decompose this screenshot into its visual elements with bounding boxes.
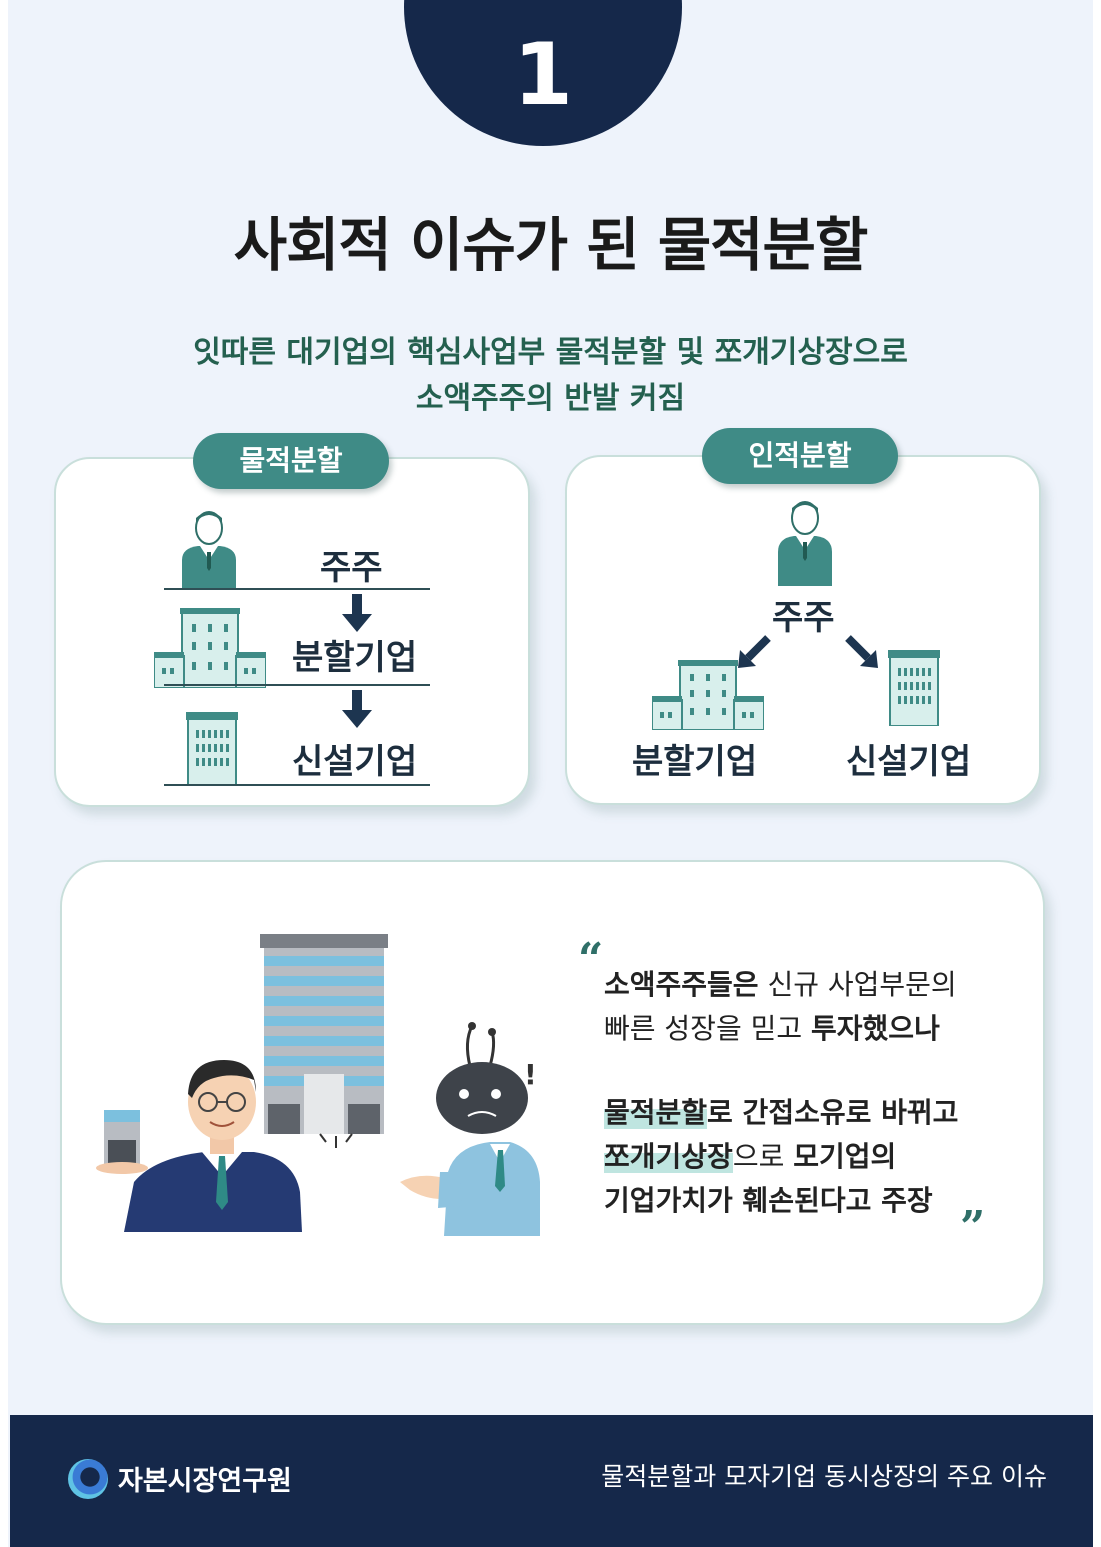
divider [164, 684, 430, 686]
quote-line-2-rest: 빠른 성장을 믿고 [604, 1012, 812, 1045]
footer: 자본시장연구원 물적분할과 모자기업 동시상장의 주요 이슈 [10, 1415, 1093, 1547]
physical-split-card [54, 457, 530, 807]
kcmi-logo-icon [68, 1459, 108, 1499]
organization-name: 자본시장연구원 [118, 1466, 292, 1497]
shareholder-person-icon [182, 511, 236, 590]
report-title: 물적분할과 모자기업 동시상장의 주요 이슈 [601, 1462, 1047, 1491]
subtitle: 잇따른 대기업의 핵심사업부 물적분할 및 쪼개기상장으로 소액주주의 반발 커… [8, 330, 1093, 422]
personal-split-company-label: 분할기업 [632, 742, 758, 782]
businessman-illustration [96, 1060, 302, 1232]
quote-line-2: 빠른 성장을 믿고 투자했으나 [604, 1012, 940, 1046]
divider [164, 588, 430, 590]
physical-shareholder-label: 주주 [320, 548, 383, 588]
personal-new-company-label: 신설기업 [846, 742, 972, 782]
office-tower-illustration [260, 934, 388, 1134]
svg-text:!: ! [524, 1058, 537, 1091]
quote-line-4-bold: 모기업의 [793, 1140, 897, 1173]
quote-line-1-bold: 소액주주들은 [604, 968, 759, 1001]
sparkle-lines-icon [319, 1133, 353, 1148]
new-company-building-icon [888, 650, 940, 726]
down-left-arrow-icon [738, 635, 771, 668]
quote-line-5-bold: 기업가치가 훼손된다고 주장 [604, 1184, 933, 1217]
down-right-arrow-icon [845, 635, 878, 668]
quote-line-5: 기업가치가 훼손된다고 주장 [604, 1184, 933, 1218]
physical-new-company-label: 신설기업 [292, 742, 418, 782]
quote-line-3: 물적분할로 간접소유로 바뀌고 [604, 1096, 958, 1130]
split-company-building-icon [652, 660, 764, 730]
quote-line-4-rest: 으로 [732, 1140, 794, 1173]
quote-line-2-bold: 투자했으나 [811, 1012, 940, 1045]
down-arrow-icon [342, 594, 372, 632]
divider [164, 784, 430, 786]
personal-shareholder-label: 주주 [772, 598, 835, 638]
page: 1 사회적 이슈가 된 물적분할 잇따른 대기업의 핵심사업부 물적분할 및 쪼… [8, 0, 1093, 1547]
page-title: 사회적 이슈가 된 물적분할 [233, 211, 869, 279]
subtitle-line-2: 소액주주의 반발 커짐 [415, 381, 686, 416]
quote-line-4-highlight: 쪼개기상장 [604, 1140, 733, 1173]
new-company-building-icon [186, 712, 238, 786]
subtitle-line-1: 잇따른 대기업의 핵심사업부 물적분할 및 쪼개기상장으로 [193, 335, 908, 370]
physical-split-company-label: 분할기업 [292, 638, 418, 678]
down-arrow-icon [342, 690, 372, 728]
quote-line-1-rest: 신규 사업부문의 [758, 968, 957, 1001]
quote-line-3-bold: 로 간접소유로 바뀌고 [707, 1096, 959, 1129]
open-quote-icon: “ [578, 934, 604, 985]
physical-split-tag: 물적분할 [193, 433, 389, 489]
ant-investor-illustration: ! [400, 1022, 540, 1236]
split-company-building-icon [154, 608, 266, 688]
quote-line-4: 쪼개기상장으로 모기업의 [604, 1140, 896, 1174]
quote-line-1: 소액주주들은 신규 사업부문의 [604, 968, 957, 1002]
personal-split-tag: 인적분할 [702, 428, 898, 484]
number-text: 1 [513, 25, 573, 125]
close-quote-icon: ” [960, 1202, 986, 1253]
shareholder-person-icon [778, 501, 832, 586]
quote-line-3-highlight: 물적분할 [604, 1096, 708, 1129]
number-badge: 1 [404, 0, 682, 146]
